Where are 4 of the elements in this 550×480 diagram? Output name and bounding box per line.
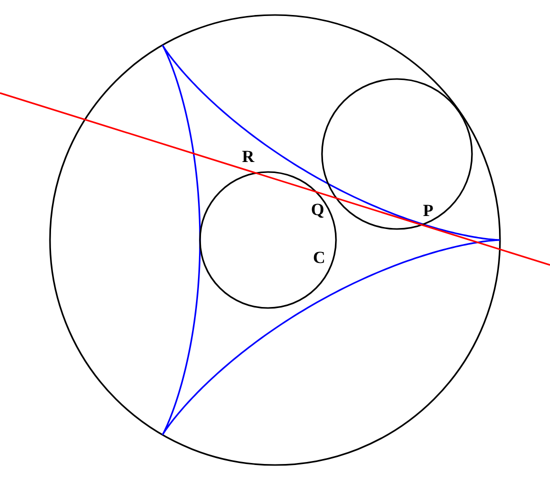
point-label: P: [423, 202, 434, 219]
point-label: R: [242, 148, 254, 165]
point-label: C: [313, 249, 326, 266]
point-label: Q: [311, 201, 324, 218]
